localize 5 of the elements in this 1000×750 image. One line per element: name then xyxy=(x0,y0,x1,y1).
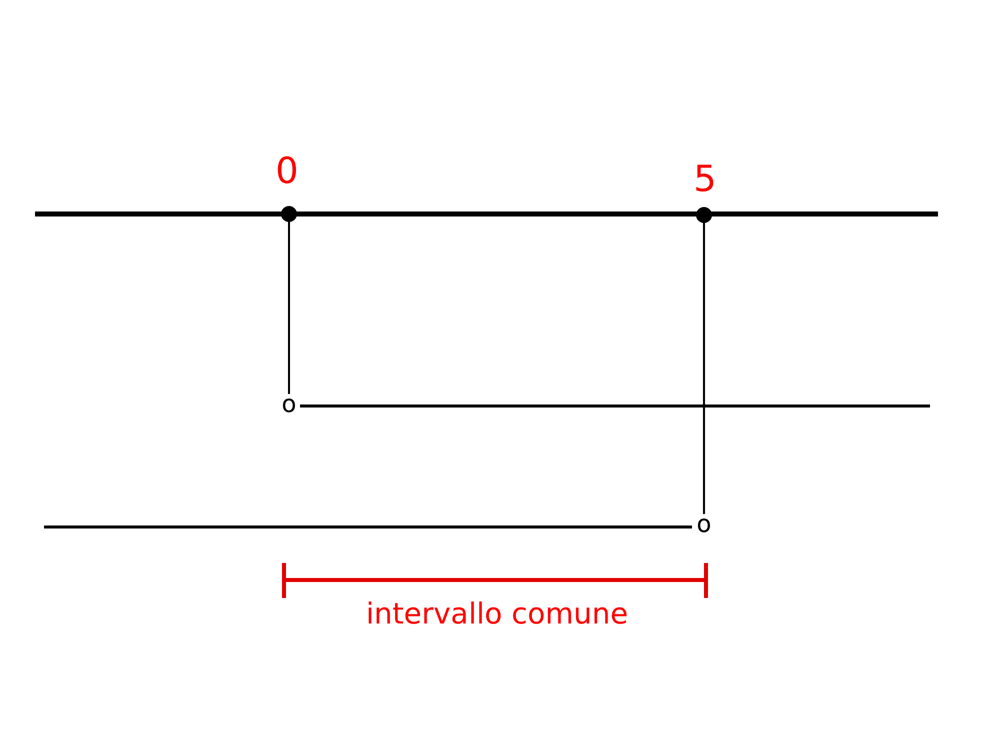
point-label: 5 xyxy=(694,162,716,198)
open-point-mark: o xyxy=(282,392,296,416)
point-label: 0 xyxy=(276,154,298,190)
open-point-mark: o xyxy=(696,512,712,536)
interval-label: intervallo comune xyxy=(366,600,628,628)
